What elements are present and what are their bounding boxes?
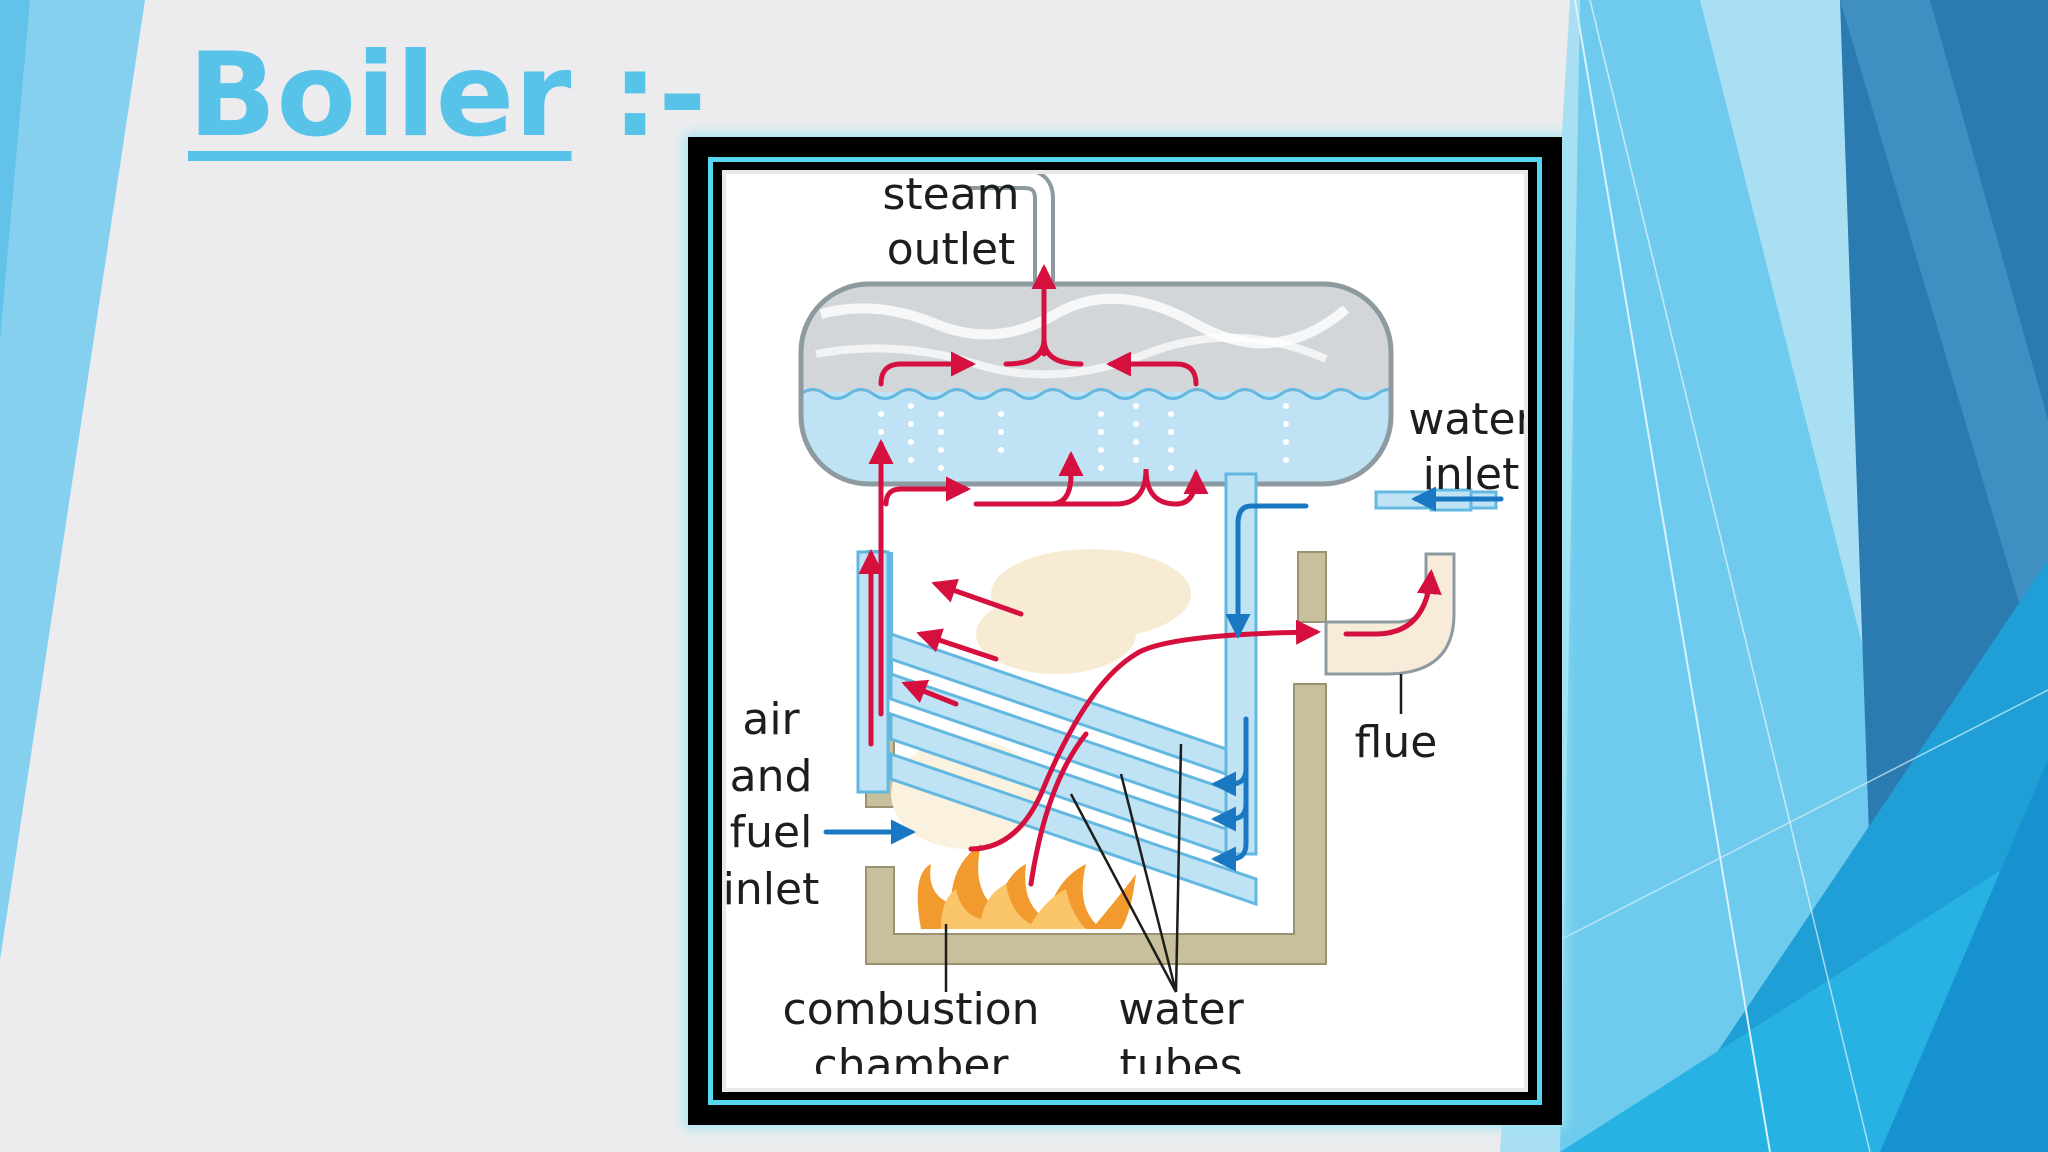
label-water-inlet-inlet: inlet: [1423, 449, 1520, 500]
label-outlet: outlet: [887, 224, 1016, 275]
label-air: air: [742, 694, 800, 745]
slide-title-suffix: :-: [571, 28, 707, 163]
label-chamber: chamber: [814, 1040, 1010, 1074]
fire: [917, 844, 1136, 929]
label-water-inlet-water: water: [1408, 394, 1526, 445]
cold-flow-arrows: [823, 486, 1504, 872]
label-and: and: [730, 751, 813, 802]
label-steam: steam: [882, 174, 1019, 220]
label-water-tubes-tubes: tubes: [1119, 1040, 1242, 1074]
slide-title-word: Boiler: [188, 28, 572, 163]
hot-flow-arrows: [858, 264, 1442, 887]
boiler-diagram: steam outlet water inlet air and fuel in…: [726, 174, 1526, 1074]
label-fuel: fuel: [730, 807, 813, 858]
label-flue: flue: [1355, 717, 1438, 768]
diagram-canvas: steam outlet water inlet air and fuel in…: [722, 170, 1528, 1092]
flue-duct: [1324, 552, 1456, 676]
label-combustion: combustion: [783, 984, 1040, 1035]
label-water-tubes-water: water: [1118, 984, 1244, 1035]
leader-lines: [944, 674, 1403, 993]
slide-title: Boiler :-: [188, 38, 706, 154]
diagram-frame-border: steam outlet water inlet air and fuel in…: [708, 157, 1542, 1105]
steam-drum: [801, 284, 1391, 484]
diagram-frame: steam outlet water inlet air and fuel in…: [688, 137, 1562, 1125]
label-fuel-inlet: inlet: [726, 864, 819, 915]
